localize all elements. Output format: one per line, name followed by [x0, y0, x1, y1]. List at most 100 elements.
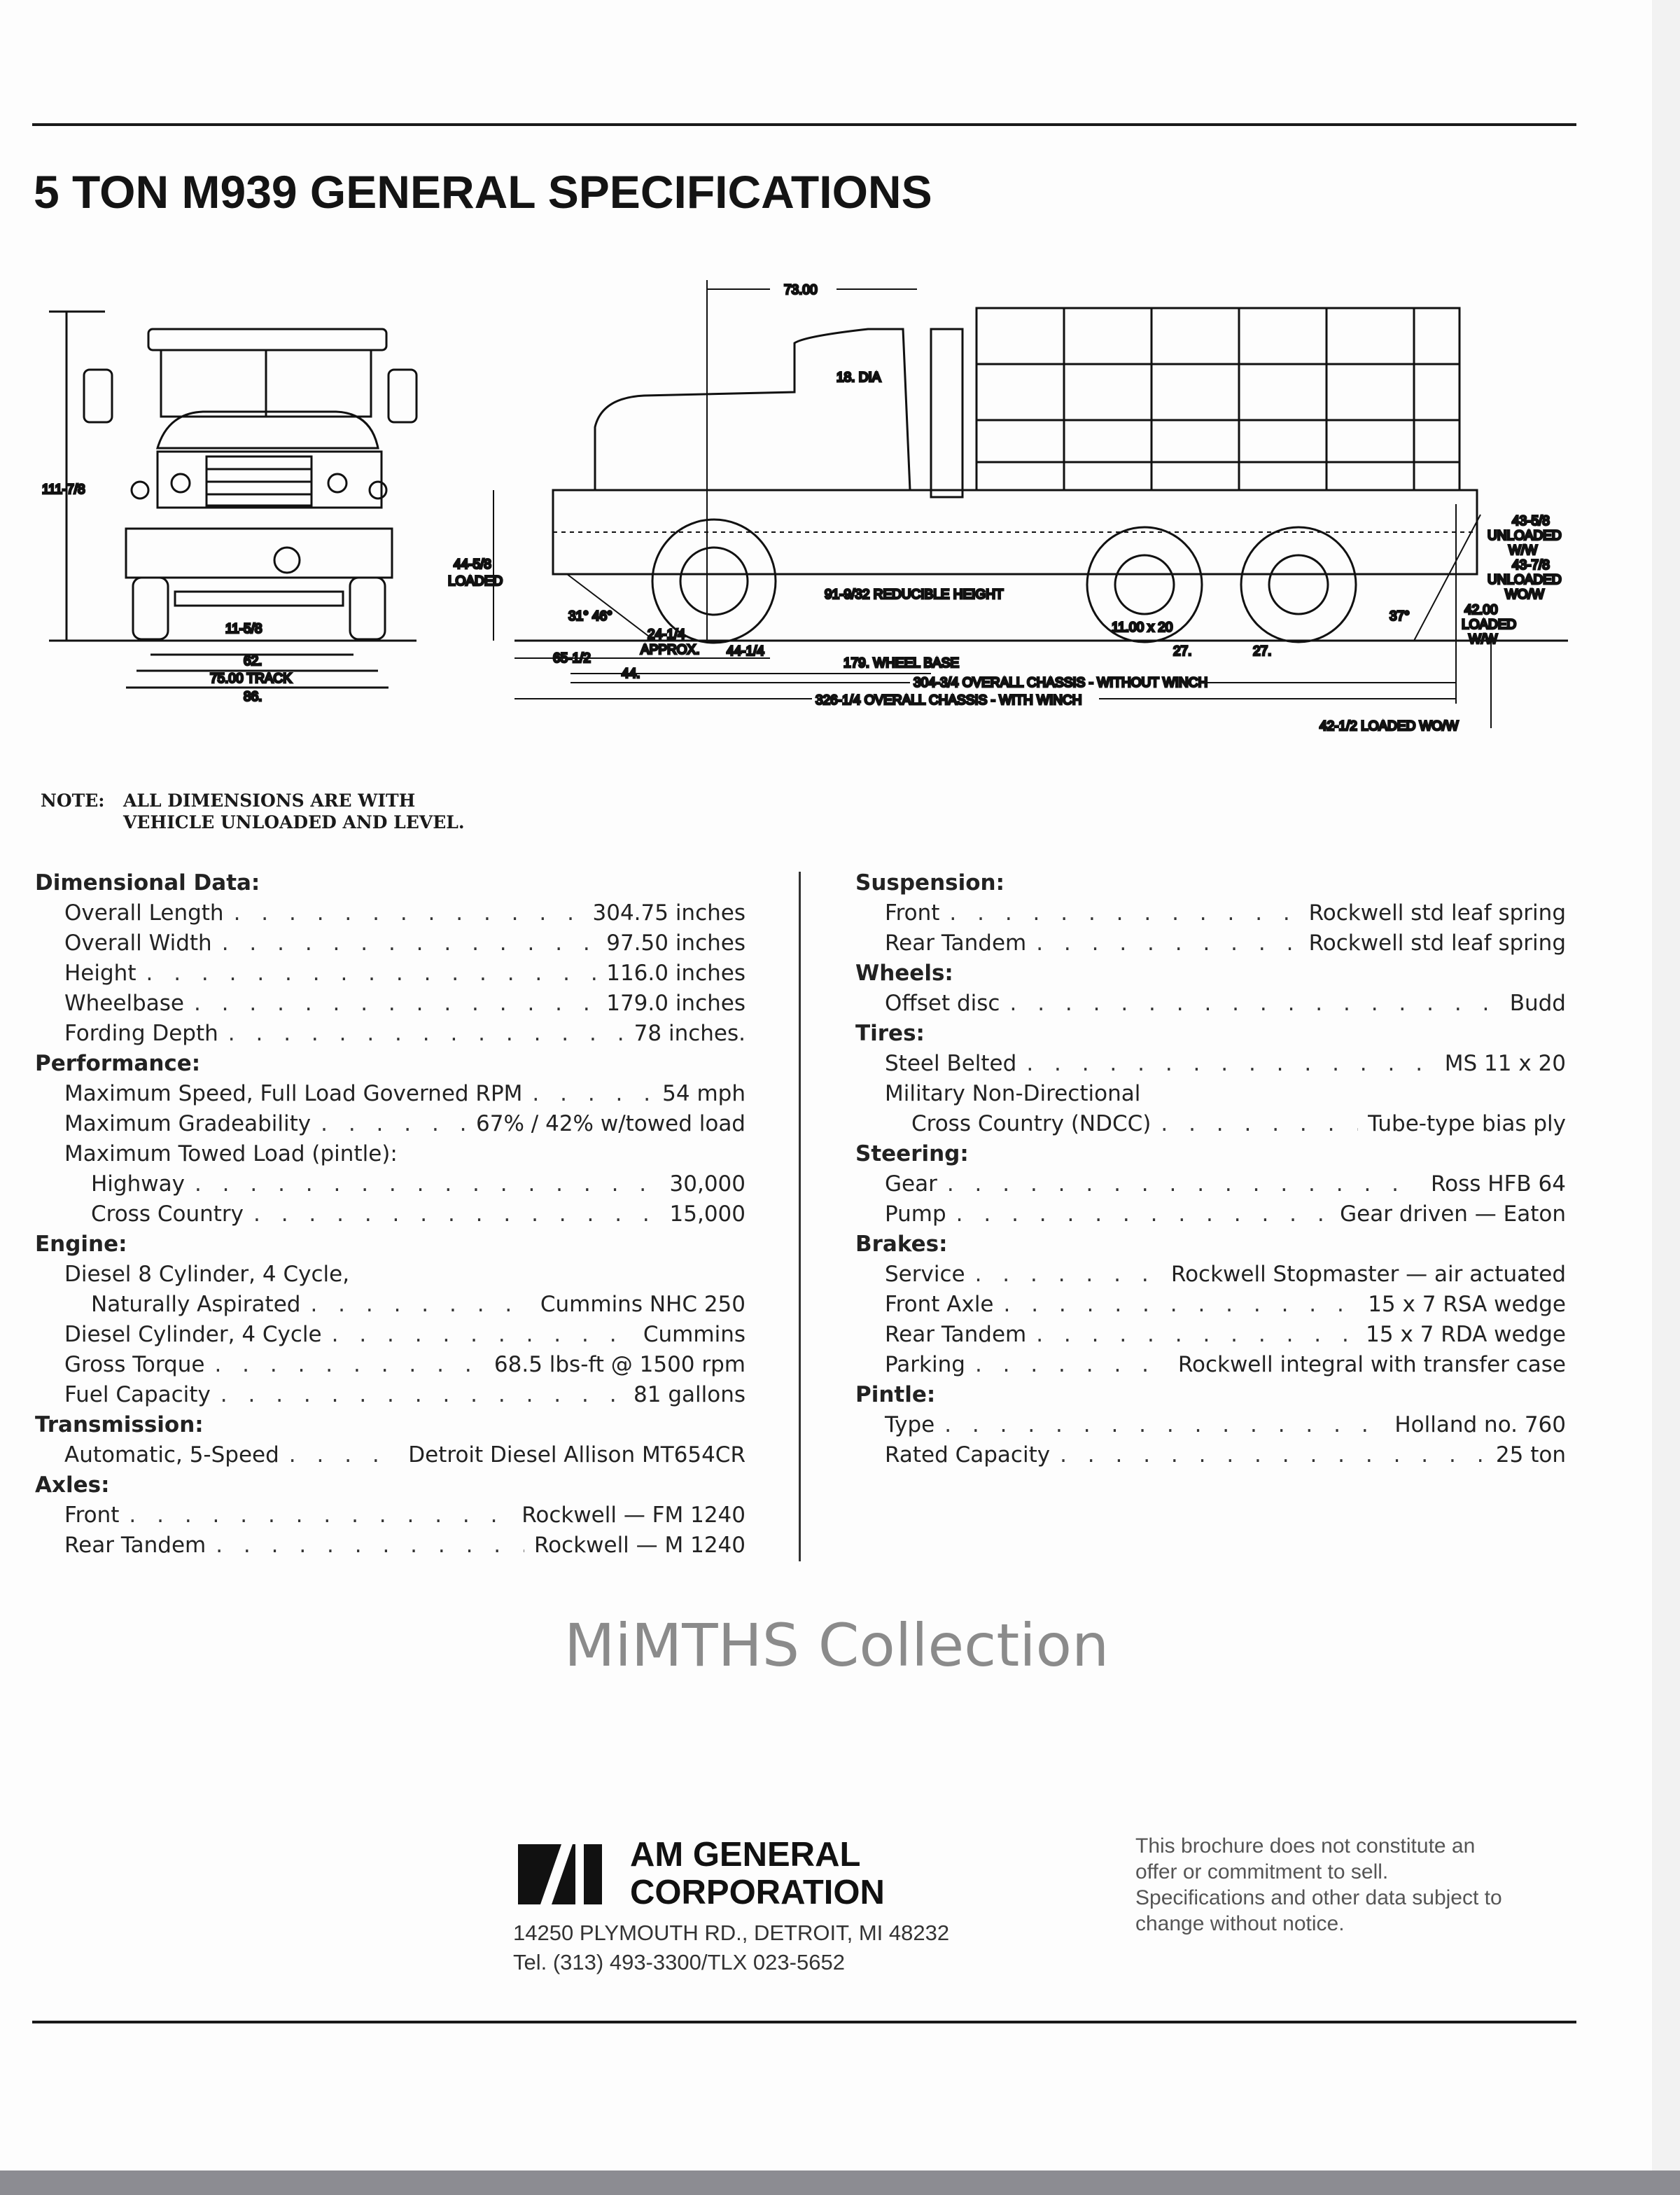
spec-label: Maximum Speed, Full Load Governed RPM	[64, 1081, 523, 1106]
dot-leader	[332, 1320, 634, 1350]
spec-subheading: Military Non-Directional	[885, 1081, 1141, 1106]
spec-label: Diesel Cylinder, 4 Cycle	[64, 1322, 322, 1347]
section-heading: Axles:	[35, 1472, 110, 1498]
dim-tandem-1: 27.	[1173, 644, 1191, 659]
spec-value: Budd	[1509, 991, 1566, 1016]
dot-leader	[214, 1350, 484, 1380]
section-heading: Tires:	[855, 1021, 925, 1046]
dim-reducible-height: 91-9/32 REDUCIBLE HEIGHT	[825, 587, 1004, 602]
spec-label: Naturally Aspirated	[91, 1292, 301, 1317]
disclaimer-line: This brochure does not constitute an	[1135, 1834, 1476, 1858]
spec-row: Height116.0 inches	[35, 959, 746, 989]
dim-pintle-c-2: LOADED	[1462, 618, 1516, 632]
column-divider	[799, 872, 801, 1561]
spec-row: ParkingRockwell integral with transfer c…	[855, 1350, 1566, 1380]
spec-row: Gross Torque68.5 lbs-ft @ 1500 rpm	[35, 1350, 746, 1380]
spec-row: Wheelbase179.0 inches	[35, 989, 746, 1019]
dim-inner-width: 62.	[244, 654, 262, 669]
spec-row: Cross Country15,000	[35, 1199, 746, 1229]
section-heading: Wheels:	[855, 961, 953, 986]
spec-value: 304.75 inches	[592, 900, 746, 926]
spec-value: Detroit Diesel Allison MT654CR	[408, 1442, 746, 1468]
spec-row: Rear TandemRockwell std leaf spring	[855, 928, 1566, 959]
spec-label: Overall Width	[64, 931, 212, 956]
front-view-drawing	[49, 310, 418, 689]
dot-leader	[228, 1019, 624, 1049]
dim-pintle-a-2: UNLOADED	[1488, 529, 1562, 543]
spec-value: 179.0 inches	[606, 991, 746, 1016]
spec-value: 54 mph	[662, 1081, 746, 1106]
dim-cab-to-axle: 73.00	[784, 283, 818, 298]
spec-value: 67% / 42% w/towed load	[476, 1111, 746, 1136]
dot-leader	[1060, 1440, 1486, 1470]
dot-leader	[975, 1260, 1161, 1290]
note-line-1: ALL DIMENSIONS ARE WITH	[123, 790, 416, 811]
spec-label: Cross Country (NDCC)	[911, 1111, 1152, 1136]
spec-value: 15 x 7 RDA wedge	[1366, 1322, 1566, 1347]
spec-value: Ross HFB 64	[1431, 1171, 1566, 1197]
spec-label: Height	[64, 961, 136, 986]
spec-label: Pump	[885, 1201, 946, 1227]
dim-44: 44.	[622, 667, 640, 681]
spec-row: Maximum Gradeability67% / 42% w/towed lo…	[35, 1109, 746, 1139]
spec-value: Rockwell std leaf spring	[1308, 900, 1566, 926]
spec-label: Highway	[91, 1171, 185, 1197]
spec-row: Overall Width97.50 inches	[35, 928, 746, 959]
spec-row: Naturally AspiratedCummins NHC 250	[35, 1290, 746, 1320]
dim-approx-label: APPROX.	[640, 643, 699, 657]
company-name-line-2: CORPORATION	[630, 1874, 885, 1911]
dim-44-1-4: 44-1/4	[727, 644, 764, 659]
spec-label: Cross Country	[91, 1201, 244, 1227]
spec-label: Steel Belted	[885, 1051, 1017, 1076]
company-address: 14250 PLYMOUTH RD., DETROIT, MI 48232 Te…	[513, 1918, 949, 1977]
section-heading: Transmission:	[35, 1412, 204, 1437]
dot-leader	[956, 1199, 1330, 1229]
spec-row: Diesel Cylinder, 4 CycleCummins	[35, 1320, 746, 1350]
dim-track: 75.00 TRACK	[210, 671, 292, 686]
section-heading: Engine:	[35, 1232, 127, 1257]
disclaimer-line: change without notice.	[1135, 1912, 1345, 1935]
dim-chassis-without-winch: 304-3/4 OVERALL CHASSIS - WITHOUT WINCH	[913, 676, 1208, 690]
am-general-logo-icon	[518, 1844, 602, 1904]
dot-leader	[949, 898, 1298, 928]
spec-label: Fuel Capacity	[64, 1382, 211, 1407]
dot-leader	[289, 1440, 399, 1470]
spec-row: Cross Country (NDCC) Tube-type bias ply	[855, 1109, 1566, 1139]
dim-wheelbase: 179. WHEEL BASE	[844, 656, 959, 671]
dot-leader	[195, 1169, 660, 1199]
spec-label: Rear Tandem	[885, 931, 1027, 956]
top-rule	[32, 123, 1576, 126]
spec-label: Service	[885, 1262, 965, 1287]
dim-pintle-b-1: 43-7/8	[1512, 558, 1550, 573]
dim-tandem-2: 27.	[1253, 644, 1271, 659]
company-name: AM GENERAL CORPORATION	[630, 1836, 885, 1911]
spec-value: Rockwell — FM 1240	[522, 1503, 746, 1528]
spec-row: FrontRockwell — FM 1240	[35, 1500, 746, 1531]
dot-leader	[321, 1109, 466, 1139]
spec-value: Gear driven — Eaton	[1340, 1201, 1566, 1227]
spec-label: Fording Depth	[64, 1021, 218, 1046]
spec-value: Rockwell — M 1240	[534, 1533, 746, 1558]
section-heading: Pintle:	[855, 1382, 936, 1407]
dot-leader	[222, 928, 597, 959]
disclaimer-line: offer or commitment to sell.	[1135, 1860, 1389, 1883]
spec-label: Type	[885, 1412, 935, 1437]
spec-label: Rear Tandem	[64, 1533, 206, 1558]
dimensions-note: NOTE:ALL DIMENSIONS ARE WITH VEHICLE UNL…	[41, 790, 465, 833]
truck-dimension-diagram: 111-7/8 11-5/8 62. 75.00 TRACK 86. 73.00…	[41, 280, 1568, 735]
specs-right-column: Suspension: FrontRockwell std leaf sprin…	[855, 868, 1566, 1470]
spec-value: 68.5 lbs-ft @ 1500 rpm	[493, 1352, 746, 1377]
dim-pintle-b-3: WO/W	[1505, 587, 1544, 602]
dot-leader	[1161, 1109, 1358, 1139]
dot-leader	[253, 1199, 660, 1229]
spec-value: Tube-type bias ply	[1368, 1111, 1566, 1136]
spec-row: Rated Capacity25 ton	[855, 1440, 1566, 1470]
dim-pintle-c-1: 42.00	[1464, 603, 1498, 618]
spec-row: Rear Tandem15 x 7 RDA wedge	[855, 1320, 1566, 1350]
spec-label: Automatic, 5-Speed	[64, 1442, 279, 1468]
dot-leader	[532, 1079, 652, 1109]
page-title: 5 TON M939 GENERAL SPECIFICATIONS	[34, 166, 932, 218]
spec-value: Rockwell Stopmaster — air actuated	[1170, 1262, 1566, 1287]
dim-steering-dia: 18. DIA	[836, 370, 881, 385]
dim-pintle-d: 42-1/2 LOADED WO/W	[1320, 719, 1459, 734]
